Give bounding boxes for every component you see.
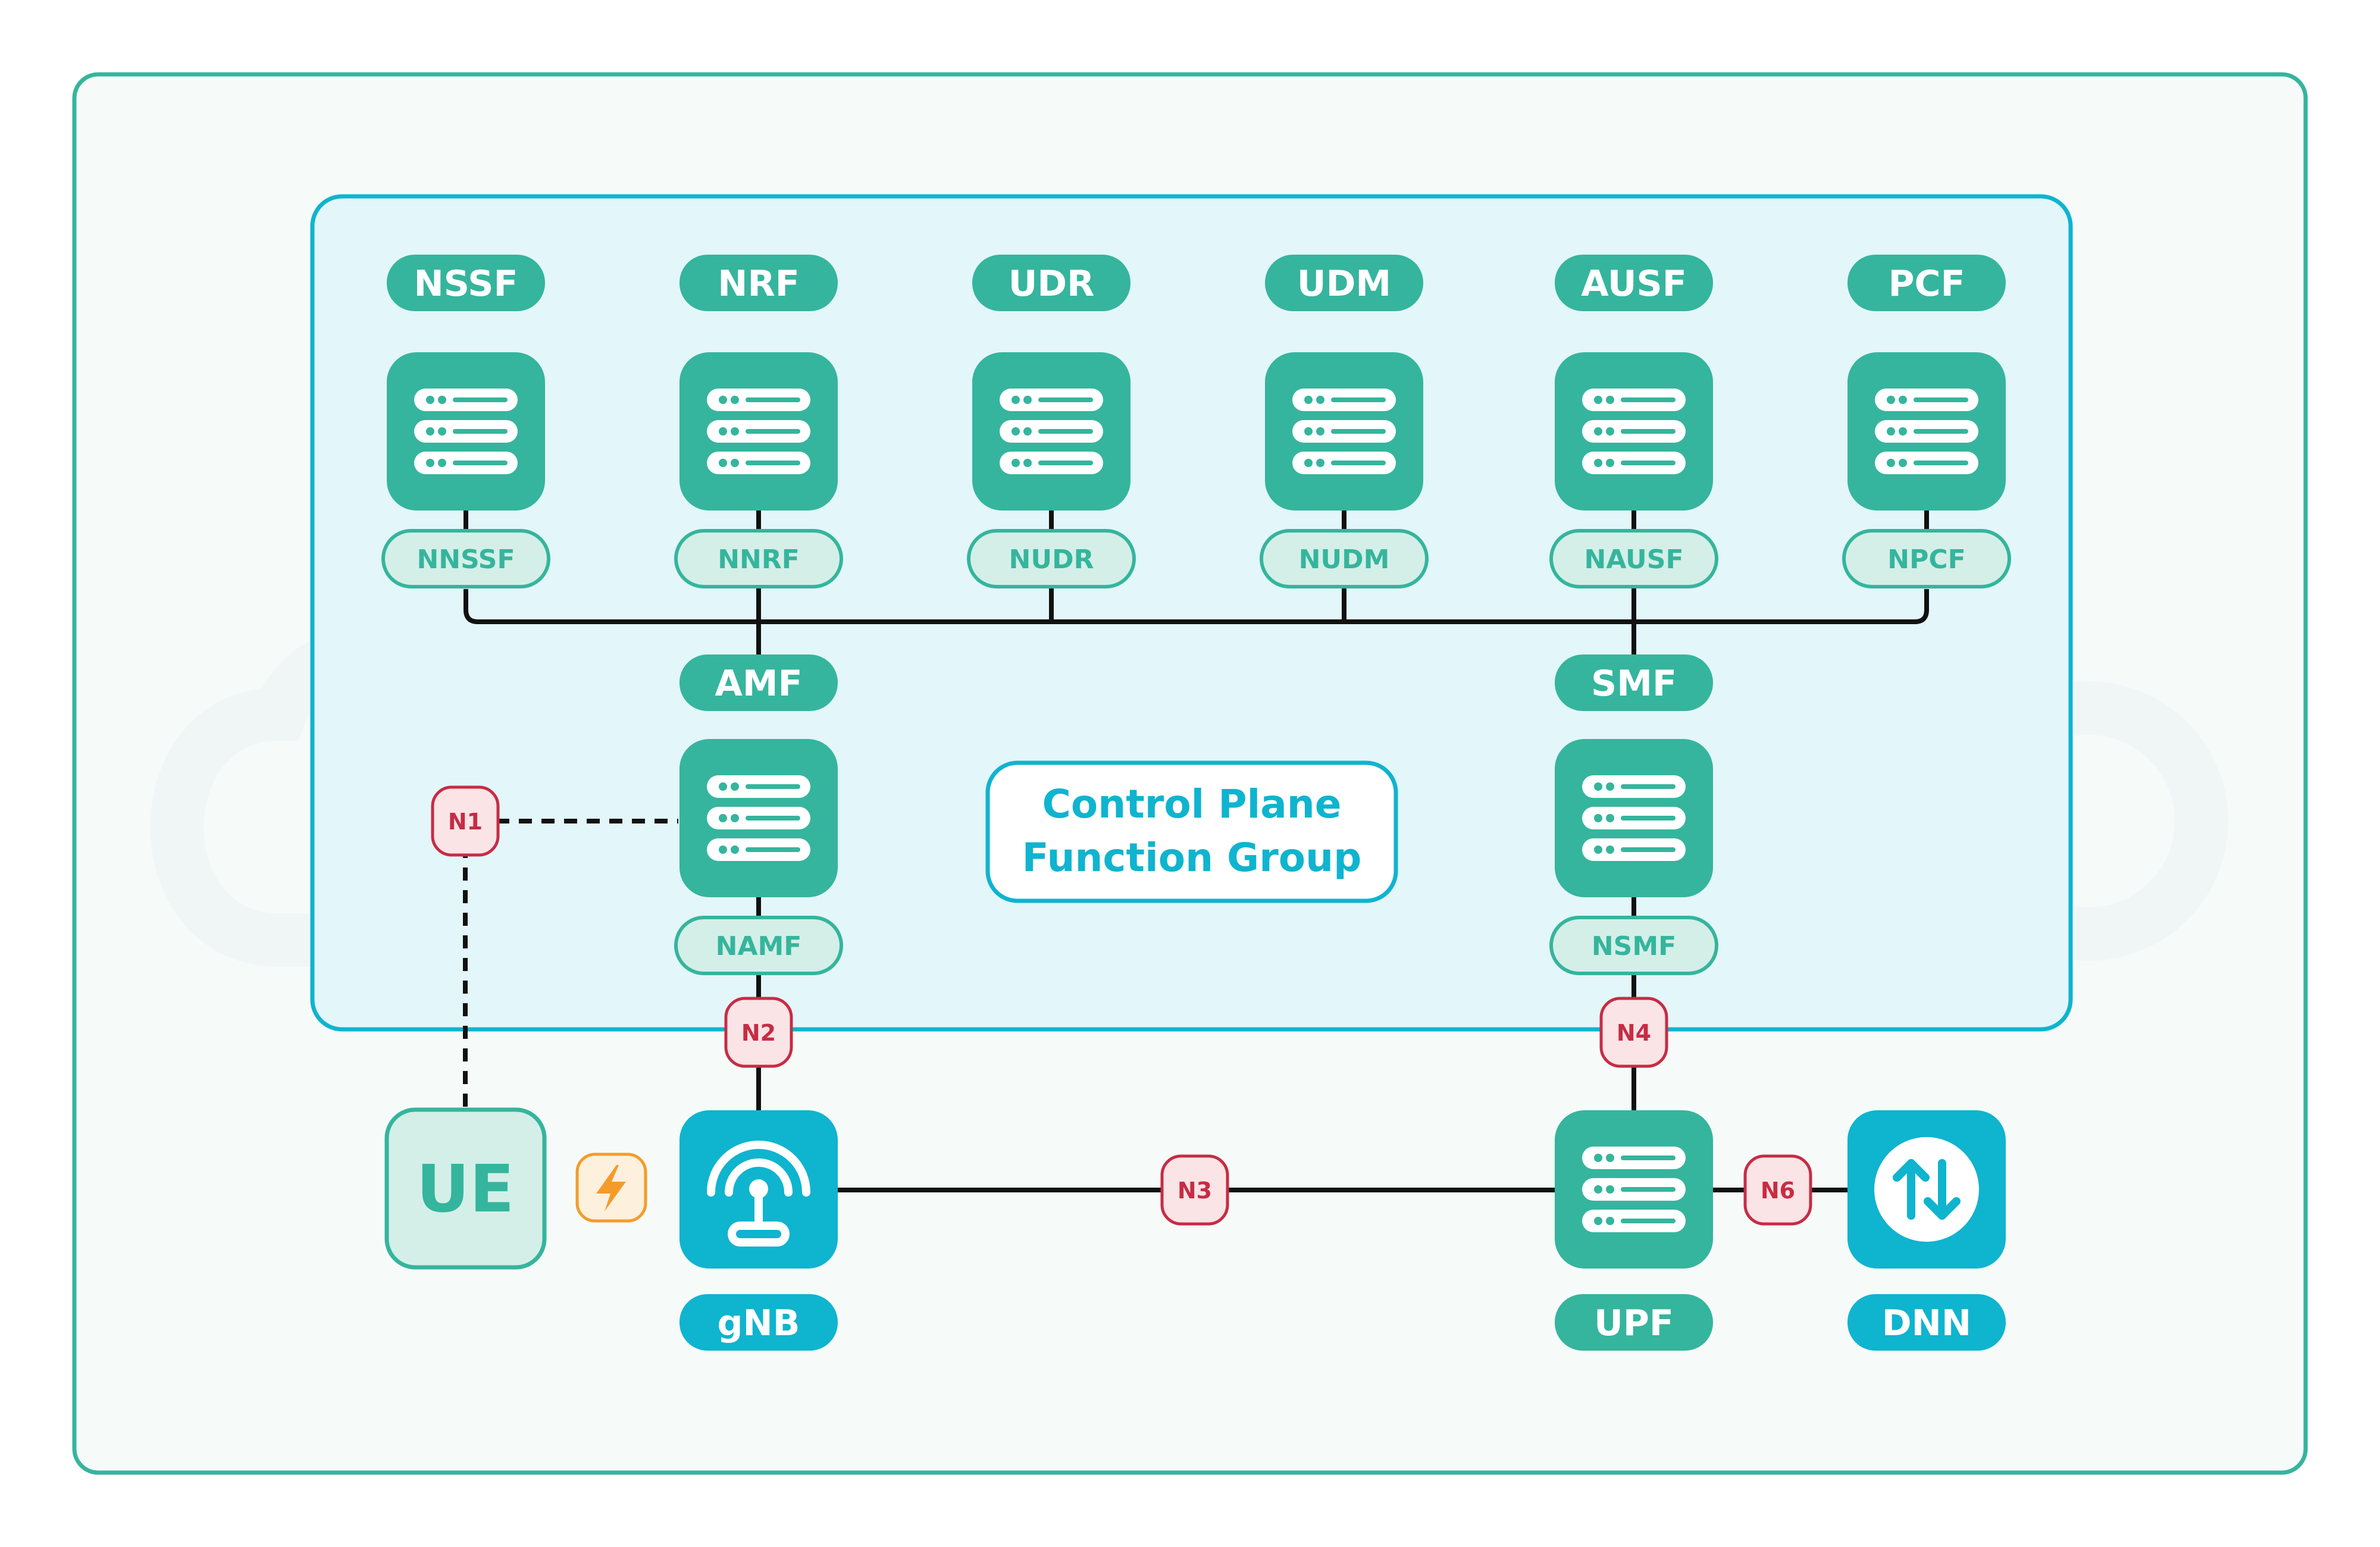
amf-interface-pill <box>674 916 843 975</box>
udr-interface-label: NUDR <box>1009 544 1094 575</box>
pcf-interface-label: NPCF <box>1887 544 1965 575</box>
dnn-label-pill <box>1847 1294 2006 1351</box>
amf-label-pill <box>679 654 838 711</box>
udm-node[interactable]: UDM NUDM <box>1260 255 1429 588</box>
service-bus-line <box>464 589 1929 624</box>
udm-interface-label: NUDM <box>1299 544 1390 575</box>
nssf-label-pill <box>387 255 545 311</box>
amf-label: AMF <box>715 663 802 704</box>
udr-label: UDR <box>1009 263 1095 305</box>
ausf-node[interactable]: AUSF NAUSF <box>1549 255 1718 588</box>
gnb-label-pill <box>679 1294 838 1351</box>
group-label-box <box>985 760 1398 903</box>
udr-node[interactable]: UDR NUDR <box>967 255 1136 588</box>
server-icon <box>707 389 810 474</box>
n1-dashed-line <box>463 819 678 1107</box>
server-icon <box>414 389 518 474</box>
control-plane-group <box>310 194 2073 1032</box>
pcf-label: PCF <box>1889 263 1965 305</box>
gnb-label: gNB <box>718 1302 800 1344</box>
smf-label: SMF <box>1591 663 1677 704</box>
smf-interface-pill <box>1549 916 1718 975</box>
n1-label: N1 <box>448 809 483 835</box>
dnn-label: DNN <box>1882 1302 1971 1344</box>
pcf-interface-pill <box>1842 529 2011 588</box>
pcf-node[interactable]: PCF NPCF <box>1842 255 2011 588</box>
server-icon <box>1582 775 1686 861</box>
server-icon <box>1000 389 1103 474</box>
nssf-label: NSSF <box>414 263 518 305</box>
ausf-label: AUSF <box>1581 263 1687 305</box>
smf-interface-label: NSMF <box>1592 931 1676 962</box>
nssf-node[interactable]: NSSF NNSSF <box>381 255 550 588</box>
bus-drops <box>756 587 1636 622</box>
server-icon <box>1875 389 1978 474</box>
upf-label: UPF <box>1594 1302 1674 1344</box>
upf-label-pill <box>1555 1294 1713 1351</box>
upf-node[interactable]: UPF <box>1555 1110 1713 1351</box>
udr-label-pill <box>972 255 1130 311</box>
server-icon <box>1582 389 1686 474</box>
ue-box <box>384 1107 547 1270</box>
nrf-node[interactable]: NRF NNRF <box>674 255 843 588</box>
dnn-node[interactable]: DNN <box>1847 1110 2006 1351</box>
udm-interface-pill <box>1260 529 1429 588</box>
server-icon <box>1582 1147 1686 1232</box>
reference-point-n4: N4 <box>1599 997 1668 1068</box>
nssf-interface-pill <box>381 529 550 588</box>
pcf-label-pill <box>1847 255 2006 311</box>
reference-point-n2: N2 <box>724 997 793 1068</box>
amf-interface-label: NAMF <box>716 931 802 962</box>
udr-interface-pill <box>967 529 1136 588</box>
n6-label: N6 <box>1761 1178 1795 1204</box>
amf-node[interactable]: AMF NAMF <box>674 654 843 975</box>
radio-link <box>575 1153 647 1223</box>
group-label-line1: Control Plane <box>1042 781 1341 827</box>
group-label: Control Plane Function Group <box>985 760 1398 903</box>
nrf-label: NRF <box>718 263 799 305</box>
ausf-interface-label: NAUSF <box>1584 544 1684 575</box>
nrf-interface-label: NNRF <box>718 544 800 575</box>
ausf-interface-pill <box>1549 529 1718 588</box>
reference-point-n3: N3 <box>1160 1154 1229 1226</box>
nssf-interface-label: NNSSF <box>416 544 515 575</box>
n2-label: N2 <box>741 1020 776 1046</box>
reference-point-n1: N1 <box>431 785 500 857</box>
antenna-icon <box>707 1141 810 1247</box>
n3-label: N3 <box>1178 1178 1212 1204</box>
reference-point-n6: N6 <box>1743 1154 1812 1226</box>
smf-node[interactable]: SMF NSMF <box>1549 654 1718 975</box>
smf-label-pill <box>1555 654 1713 711</box>
n4-label: N4 <box>1617 1020 1651 1046</box>
group-label-line2: Function Group <box>1022 835 1362 881</box>
up-down-arrows-icon <box>1893 1159 1961 1220</box>
ue-node[interactable]: UE <box>384 1107 547 1270</box>
gnb-node[interactable]: gNB <box>679 1110 838 1351</box>
nrf-interface-pill <box>674 529 843 588</box>
nrf-label-pill <box>679 255 838 311</box>
server-icon <box>1292 389 1396 474</box>
ue-label: UE <box>416 1151 514 1227</box>
udm-label: UDM <box>1297 263 1391 305</box>
udm-label-pill <box>1265 255 1423 311</box>
server-icon <box>707 775 810 861</box>
ausf-label-pill <box>1555 255 1713 311</box>
